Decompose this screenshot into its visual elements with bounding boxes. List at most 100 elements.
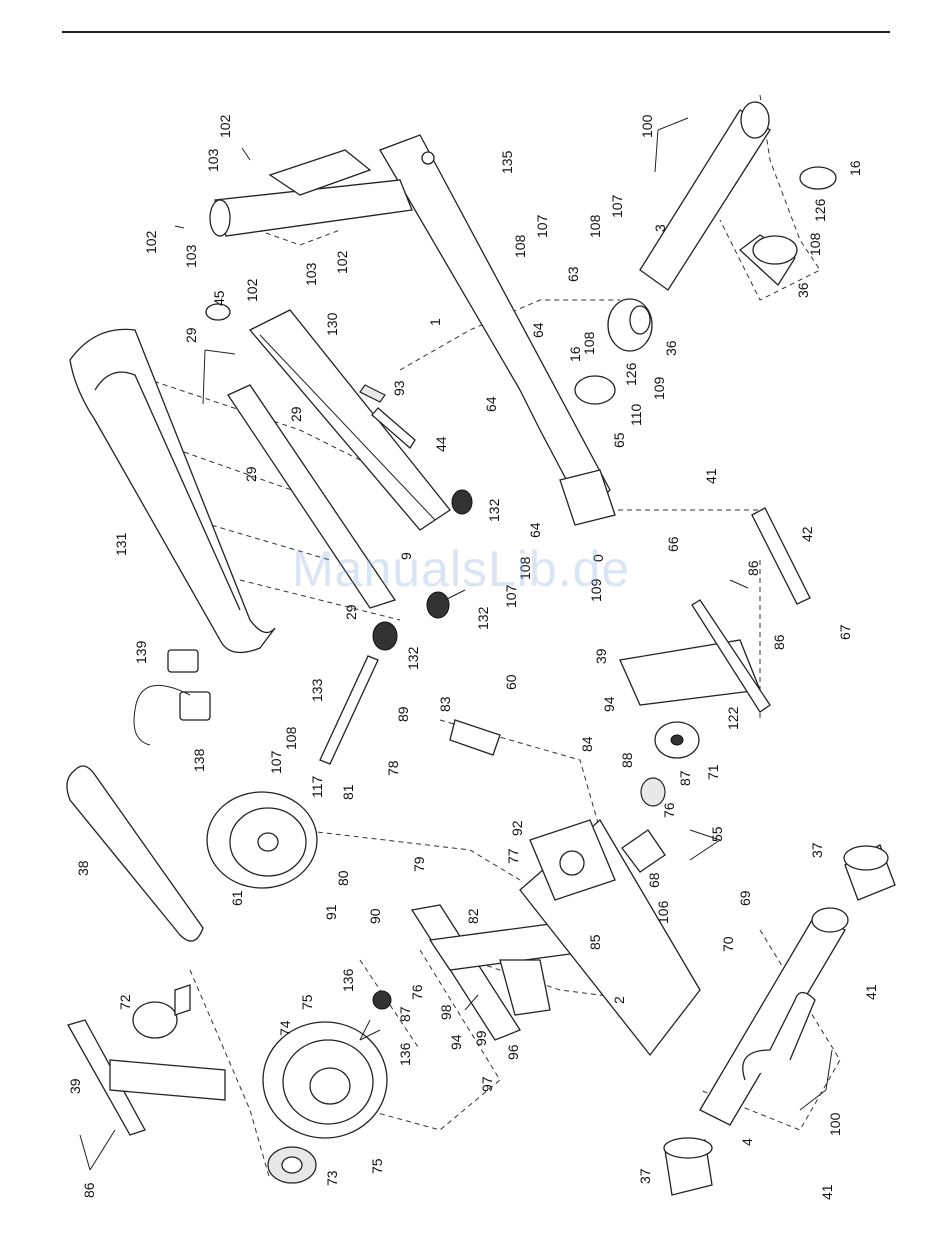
label-110: 110 xyxy=(628,403,644,426)
drive-belt-38 xyxy=(66,765,204,942)
label-85: 85 xyxy=(587,934,603,950)
label-45: 45 xyxy=(211,290,227,306)
label-93: 93 xyxy=(391,380,407,396)
label-126: 126 xyxy=(812,198,828,222)
label-36: 36 xyxy=(663,340,679,356)
label-109: 109 xyxy=(588,578,604,602)
part-number-labels: 102 103 102 103 102 103 102 135 100 16 1… xyxy=(67,114,879,1200)
label-107: 107 xyxy=(268,750,284,774)
label-107: 107 xyxy=(503,584,519,608)
label-133: 133 xyxy=(309,678,325,702)
label-68: 68 xyxy=(646,872,662,888)
label-66: 66 xyxy=(665,536,681,552)
label-98: 98 xyxy=(438,1004,454,1020)
gear-132-mid xyxy=(426,591,450,619)
shaft-44 xyxy=(359,384,416,449)
label-103: 103 xyxy=(303,262,319,286)
rear-stabilizer-4 xyxy=(699,907,849,1126)
label-99: 99 xyxy=(473,1030,489,1046)
label-55: 55 xyxy=(709,826,725,842)
label-36: 36 xyxy=(795,282,811,298)
label-42: 42 xyxy=(799,526,815,542)
pulley-61 xyxy=(206,791,318,889)
label-126: 126 xyxy=(623,362,639,386)
label-75: 75 xyxy=(369,1158,385,1174)
label-75: 75 xyxy=(299,994,315,1010)
label-73: 73 xyxy=(324,1170,340,1186)
label-81: 81 xyxy=(340,784,356,800)
power-adapter xyxy=(133,649,211,746)
label-39: 39 xyxy=(67,1078,83,1094)
label-135: 135 xyxy=(499,150,515,174)
label-102: 102 xyxy=(143,230,159,254)
watermark-text: ManualsLib.de xyxy=(292,541,631,597)
crank-arm-39-lower xyxy=(67,984,226,1136)
label-0: 0 xyxy=(590,554,606,562)
label-100: 100 xyxy=(827,1112,843,1136)
label-83: 83 xyxy=(437,696,453,712)
label-107: 107 xyxy=(534,214,550,238)
label-61: 61 xyxy=(229,890,245,906)
label-86: 86 xyxy=(81,1182,97,1198)
label-102: 102 xyxy=(217,114,233,138)
frame-tube-1 xyxy=(379,134,616,526)
label-109: 109 xyxy=(651,376,667,400)
label-78: 78 xyxy=(385,760,401,776)
label-29: 29 xyxy=(243,466,259,482)
label-102: 102 xyxy=(334,250,350,274)
label-2: 2 xyxy=(611,996,627,1004)
end-cap-37-lower xyxy=(663,1137,713,1196)
end-cap-36-upper xyxy=(738,234,798,287)
upper-crossbar xyxy=(209,149,413,237)
label-3: 3 xyxy=(652,224,668,232)
label-117: 117 xyxy=(309,775,325,798)
label-64: 64 xyxy=(527,522,543,538)
crank-disc-71 xyxy=(654,721,700,759)
label-41: 41 xyxy=(819,1184,835,1200)
label-65: 65 xyxy=(611,432,627,448)
label-29: 29 xyxy=(288,406,304,422)
plate-68 xyxy=(621,829,666,873)
roller-133 xyxy=(319,655,379,765)
sprocket-74 xyxy=(262,1021,388,1139)
label-132: 132 xyxy=(405,646,421,670)
label-74: 74 xyxy=(277,1020,293,1036)
crank-arm-39-upper xyxy=(619,599,771,713)
label-87: 87 xyxy=(397,1006,413,1022)
label-71: 71 xyxy=(705,764,721,780)
label-94: 94 xyxy=(448,1034,464,1050)
label-89: 89 xyxy=(395,706,411,722)
shroud-131 xyxy=(69,328,276,654)
label-132: 132 xyxy=(486,498,502,522)
label-91: 91 xyxy=(323,904,339,920)
label-131: 131 xyxy=(113,532,129,556)
label-107: 107 xyxy=(609,194,625,218)
stabilizer-42 xyxy=(751,507,811,605)
label-108: 108 xyxy=(581,331,597,355)
hub-73 xyxy=(267,1146,317,1184)
label-108: 108 xyxy=(283,726,299,750)
label-60: 60 xyxy=(503,674,519,690)
label-84: 84 xyxy=(579,736,595,752)
label-139: 139 xyxy=(133,640,149,664)
end-cap-16-mid xyxy=(574,375,616,405)
label-86: 86 xyxy=(745,560,761,576)
label-103: 103 xyxy=(205,148,221,172)
label-86: 86 xyxy=(771,634,787,650)
label-72: 72 xyxy=(117,994,133,1010)
label-130: 130 xyxy=(324,312,340,336)
crank-arm-83 xyxy=(449,719,501,756)
label-108: 108 xyxy=(512,234,528,258)
label-29: 29 xyxy=(343,604,359,620)
label-64: 64 xyxy=(530,322,546,338)
label-88: 88 xyxy=(619,752,635,768)
label-37: 37 xyxy=(637,1168,653,1184)
label-4: 4 xyxy=(739,1138,755,1146)
end-cap-16-upper xyxy=(799,166,837,190)
label-90: 90 xyxy=(367,908,383,924)
label-94: 94 xyxy=(601,696,617,712)
label-leaders xyxy=(79,117,833,1171)
bearing-76-lower xyxy=(372,990,392,1010)
label-64: 64 xyxy=(483,396,499,412)
crank-tube-3 xyxy=(639,101,771,291)
